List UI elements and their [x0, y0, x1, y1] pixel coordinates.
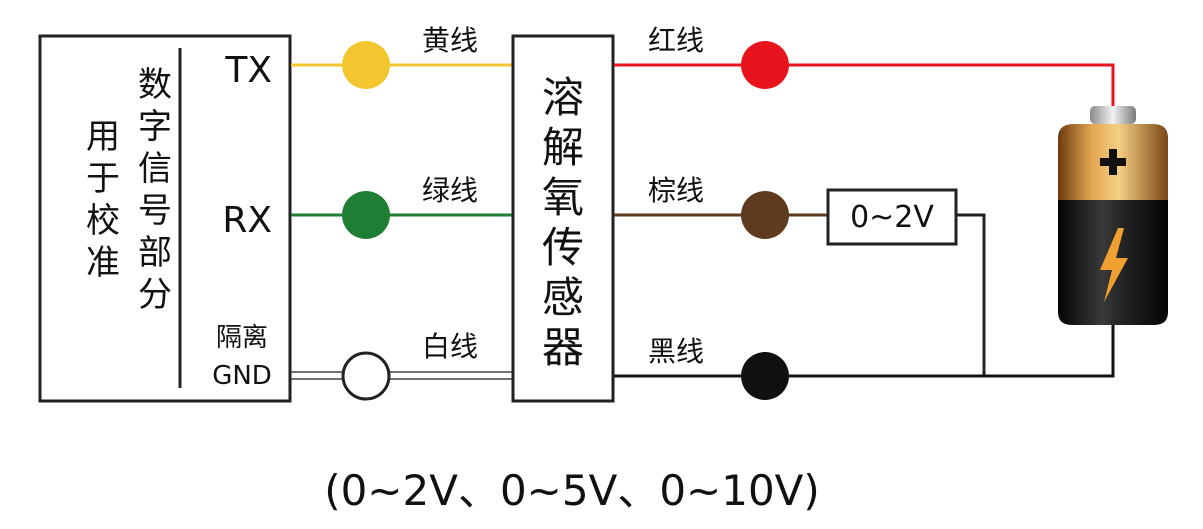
gnd-label: GND	[212, 361, 272, 391]
brown-terminal	[741, 191, 789, 239]
black-wire-label: 黑线	[648, 335, 704, 368]
sensor-box	[511, 34, 615, 403]
calibration-box	[38, 34, 292, 403]
red-wire-label: 红线	[648, 24, 704, 57]
range-caption: (0~2V、0~5V、0~10V)	[324, 466, 820, 515]
red-wire	[614, 63, 1115, 108]
plus-icon-v	[1109, 149, 1117, 175]
output-return-wire	[956, 213, 986, 376]
yellow-wire-label: 黄线	[422, 24, 478, 57]
digital-signal-label: 数字信号部分	[138, 65, 172, 315]
battery-icon	[1058, 106, 1168, 325]
calibration-label: 用于校准	[86, 117, 120, 283]
white-terminal	[341, 351, 391, 401]
lightning-bolt-icon	[1100, 228, 1128, 302]
brown-wire-label: 棕线	[648, 174, 704, 207]
rx-label: RX	[222, 200, 272, 241]
isolated-label: 隔离	[216, 323, 268, 353]
red-terminal	[741, 41, 789, 89]
black-terminal	[741, 352, 789, 400]
output-range-box	[826, 188, 958, 246]
sensor-label: 溶解氧传感器	[542, 73, 584, 372]
green-terminal	[342, 191, 390, 239]
output-range-label: 0~2V	[850, 200, 934, 235]
yellow-terminal	[342, 41, 390, 89]
tx-label: TX	[224, 50, 272, 91]
green-wire-label: 绿线	[422, 174, 478, 207]
white-wire-label: 白线	[422, 330, 478, 363]
battery-cap	[1090, 106, 1136, 124]
